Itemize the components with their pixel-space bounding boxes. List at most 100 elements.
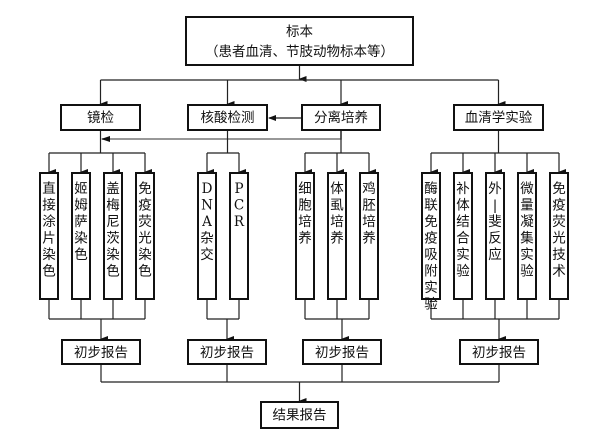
preliminary-report-node: 初步报告	[302, 339, 382, 365]
method-label-char: 染	[74, 231, 88, 247]
method-label-char: 接	[42, 197, 56, 214]
method-label-char: 胚	[362, 198, 376, 214]
method-label-char: 斐	[488, 214, 502, 230]
report-box	[61, 339, 141, 365]
method-label-char: 免	[552, 181, 566, 197]
report-box	[187, 339, 267, 365]
method-box	[327, 172, 347, 300]
method-label-char: 光	[552, 231, 566, 247]
method-label-char: 萨	[74, 214, 88, 230]
method-label-char: 色	[138, 263, 152, 280]
method-label-char: 染	[138, 247, 152, 263]
method-label-char: 技	[552, 247, 566, 263]
method-box	[103, 172, 123, 300]
report-label: 初步报告	[200, 344, 254, 361]
root-node: 标本 （患者血清、节肢动物标本等）	[185, 16, 414, 66]
method-label-char: 尼	[106, 214, 120, 230]
method-label-char: 疫	[552, 198, 566, 214]
report-box	[302, 339, 382, 365]
category-box	[301, 104, 381, 131]
method-label-char: 结	[456, 214, 470, 230]
method-label-char: 培	[362, 214, 376, 230]
method-label-char: 姆	[74, 198, 88, 214]
report-label: 初步报告	[74, 344, 128, 361]
method-label-char: 养	[330, 231, 344, 247]
method-label-char: 实	[424, 280, 438, 296]
method-label-char: D	[202, 181, 213, 197]
method-label-char: 免	[138, 181, 152, 197]
method-label-char: 体	[330, 181, 344, 197]
method-label-char: 酶	[424, 181, 438, 197]
method-box	[421, 172, 441, 300]
method-label-char: 茨	[106, 231, 120, 247]
method-label-char: 色	[74, 246, 88, 263]
method-label-char: 合	[456, 231, 470, 247]
method-label-char: 验	[424, 297, 438, 313]
method-label-char: 术	[552, 264, 566, 280]
final-label: 结果报告	[273, 408, 327, 424]
method-label-char: 梅	[106, 198, 120, 214]
method-label-char: R	[234, 214, 245, 230]
root-title: 标本	[286, 24, 313, 40]
method-label-char: 细	[298, 181, 312, 197]
method-label-char: 色	[42, 263, 56, 280]
method-label-char: 验	[456, 264, 470, 280]
category-label: 分离培养	[314, 109, 368, 126]
method-box	[517, 172, 537, 300]
method-box	[295, 172, 315, 300]
method-label-char: 荧	[552, 214, 566, 230]
report-box	[459, 339, 539, 365]
method-label-char: 胞	[298, 198, 312, 214]
final-node: 结果报告	[260, 401, 339, 429]
method-box	[229, 172, 249, 300]
method-label-char: 交	[200, 246, 214, 263]
category-box	[60, 104, 141, 131]
method-label-char: 量	[520, 198, 534, 214]
root-subtitle: （患者血清、节肢动物标本等）	[205, 43, 394, 60]
method-label-char: 色	[106, 263, 120, 280]
method-node: PCR	[229, 172, 249, 300]
method-label-char: 外	[488, 181, 502, 197]
method-box	[485, 172, 505, 300]
method-label-char: A	[201, 214, 212, 230]
method-label-char: 培	[298, 214, 312, 230]
method-label-char: 实	[520, 247, 534, 263]
method-label-char: 体	[456, 198, 470, 214]
method-label-char: 补	[456, 181, 470, 197]
method-label-char: C	[234, 198, 244, 214]
method-label-char: 直	[42, 181, 56, 197]
method-label-char: 附	[424, 264, 438, 280]
culture-to-microscopy-line	[102, 130, 342, 140]
arrowhead-left-icon	[101, 136, 110, 142]
connectors	[48, 65, 566, 404]
method-label-char: 应	[488, 246, 502, 263]
category-serology: 血清学实验	[453, 104, 544, 131]
method-label-char: 实	[456, 247, 470, 263]
method-label-char: N	[201, 198, 213, 214]
method-label-char: 培	[330, 214, 344, 230]
method-label-char: 染	[106, 247, 120, 263]
method-box	[71, 172, 91, 300]
method-label-char: 虱	[330, 198, 344, 214]
method-label-char: 反	[488, 231, 502, 247]
method-box	[453, 172, 473, 300]
method-label-char: 凝	[520, 214, 534, 230]
arrowhead-left-icon	[268, 115, 276, 121]
category-box	[453, 104, 544, 131]
category-label: 血清学实验	[465, 110, 533, 126]
method-label-char: 疫	[138, 198, 152, 214]
method-box	[549, 172, 569, 300]
method-box	[135, 172, 155, 300]
method-label-char: |	[493, 198, 498, 214]
category-culture: 分离培养	[301, 104, 381, 131]
method-label-char: 杂	[200, 231, 214, 247]
